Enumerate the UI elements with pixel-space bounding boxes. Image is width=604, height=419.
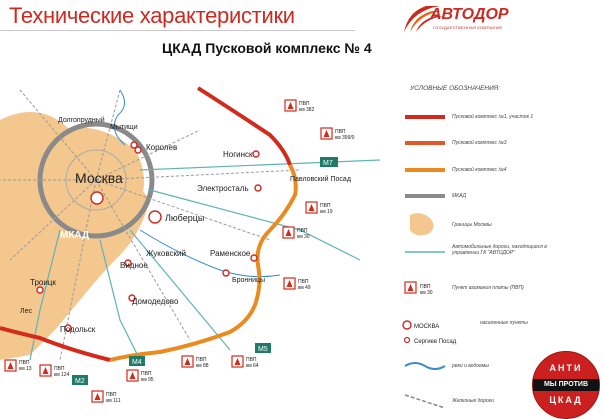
svg-text:ПВП: ПВП <box>246 357 257 363</box>
city-label-troitsk: Троицк <box>30 278 56 287</box>
city-markers <box>36 141 262 332</box>
svg-text:км 399/0: км 399/0 <box>335 135 355 141</box>
legend-symbol-moscow-boundary <box>410 213 434 236</box>
ckad-segment-red-south <box>0 326 111 362</box>
title-divider <box>0 30 355 31</box>
ckad-segment-red-north <box>196 86 292 166</box>
m7-label: М7 <box>323 160 333 167</box>
svg-text:км 95: км 95 <box>141 377 154 383</box>
legend-label-settlements: населенные пункты <box>480 320 528 326</box>
legend-label-moscow-boundary: Границы Москвы <box>452 222 492 228</box>
legend-symbols: ПВП км 30 МОСКВА Сергиев Посад <box>402 115 457 409</box>
anti-ckad-badge: АНТИ МЫ ПРОТИВ ЦКАД <box>532 351 600 419</box>
legend-symbol-railways <box>404 394 446 409</box>
m5-shield-icon <box>255 343 271 353</box>
legend-symbol-small-city <box>403 336 411 344</box>
badge-middle-text: МЫ ПРОТИВ <box>533 379 599 391</box>
legend-label-complex1: Пусковой комплекс №1, участок 1 <box>452 114 534 120</box>
logo-text: АВТОДОР <box>430 6 509 23</box>
svg-text:ПВП: ПВП <box>196 357 207 363</box>
legend-label-highways: Автомобильные дороги, находящиеся в упра… <box>452 244 547 256</box>
legend-label-complex3: Пусковой комплекс №3 <box>452 140 507 146</box>
svg-text:км 382: км 382 <box>299 107 315 113</box>
svg-text:ПВП: ПВП <box>297 228 308 234</box>
svg-text:ПВП: ПВП <box>106 392 117 398</box>
city-label-vidnoe: Видное <box>120 261 148 270</box>
legend-label-pvp: Пункт взимания платы (ПВП) <box>452 285 524 291</box>
city-label-elektrostal: Электросталь <box>197 184 249 193</box>
city-label-dolgoprudny: Долгопрудный <box>58 116 105 124</box>
svg-text:ПВП: ПВП <box>54 366 65 372</box>
legend-label-rivers: реки и водоемы <box>452 363 489 369</box>
svg-text:км 49: км 49 <box>298 285 311 291</box>
city-label-bronnitsy: Бронницы <box>232 277 265 284</box>
svg-text:ПВП: ПВП <box>298 279 309 285</box>
page-subtitle: ЦКАД Пусковой комплекс № 4 <box>162 40 372 56</box>
highway-shields: М7 М5 М4 М2 <box>72 157 338 385</box>
logo-subtext: ГОСУДАРСТВЕННАЯ КОМПАНИЯ <box>433 25 502 30</box>
city-label-les: Лес <box>20 308 32 315</box>
m7-shield-icon <box>320 157 338 167</box>
svg-text:ПВП: ПВП <box>335 129 346 135</box>
m4-shield-icon <box>129 356 145 366</box>
svg-text:км 64: км 64 <box>246 363 259 369</box>
svg-text:км 88: км 88 <box>196 363 209 369</box>
legend-pvp-code: ПВП <box>420 284 431 290</box>
city-label-korolev: Королев <box>146 143 177 152</box>
svg-text:ПВП: ПВП <box>141 371 152 377</box>
city-label-zhukovsky: Жуковский <box>146 249 186 258</box>
avtodor-highways <box>29 159 381 361</box>
legend-label-railways: Железные дороги <box>452 398 495 404</box>
svg-text:км 124: км 124 <box>54 372 70 378</box>
m4-label: М4 <box>132 359 142 366</box>
svg-text:км 13: км 13 <box>19 366 32 372</box>
m2-shield-icon <box>72 375 88 385</box>
svg-text:ПВП: ПВП <box>19 360 30 366</box>
legend-pvp-km: км 30 <box>420 290 433 296</box>
svg-text:км 30: км 30 <box>297 234 310 240</box>
city-label-mytishchi: Мытищи <box>110 124 138 131</box>
svg-text:км 111: км 111 <box>106 398 121 404</box>
badge-bottom-text: ЦКАД <box>549 395 583 405</box>
city-label-lyubertsy: Люберцы <box>165 213 204 223</box>
legend-symbol-rivers <box>404 362 446 370</box>
railways <box>0 89 301 361</box>
svg-text:км 19: км 19 <box>320 209 333 215</box>
city-label-noginsk: Ногинск <box>223 150 253 159</box>
m2-label: М2 <box>75 378 85 385</box>
svg-text:ПВП: ПВП <box>299 101 310 107</box>
legend-big-city-label: МОСКВА <box>414 324 439 330</box>
city-label-ramenskoe: Раменское <box>210 249 251 258</box>
legend-label-complex4: Пусковой комплекс №4 <box>452 167 507 173</box>
m5-label: М5 <box>258 346 268 353</box>
legend-title: УСЛОВНЫЕ ОБОЗНАЧЕНИЯ: <box>410 85 501 92</box>
city-label-pavlovsky-posad: Павловский Посад <box>290 175 351 183</box>
city-label-mkad: МКАД <box>60 230 89 241</box>
city-label-podolsk: Подольск <box>60 325 96 334</box>
avtodor-logo-icon <box>404 6 444 32</box>
city-label-domodedovo: Домодедово <box>132 297 179 306</box>
svg-text:ПВП: ПВП <box>320 203 331 209</box>
slide-title: Технические характеристики <box>9 3 295 28</box>
legend-small-city-label: Сергиев Посад <box>414 339 457 345</box>
legend-label-mkad: МКАД <box>452 193 467 199</box>
ckad-segment-orange <box>109 164 298 362</box>
badge-top-text: АНТИ <box>549 363 583 373</box>
map-canvas: Москва МКАД Долгопрудный Мытищи Королев … <box>0 86 457 409</box>
city-label-moscow: Москва <box>75 170 123 186</box>
legend-symbol-big-city <box>402 320 412 330</box>
